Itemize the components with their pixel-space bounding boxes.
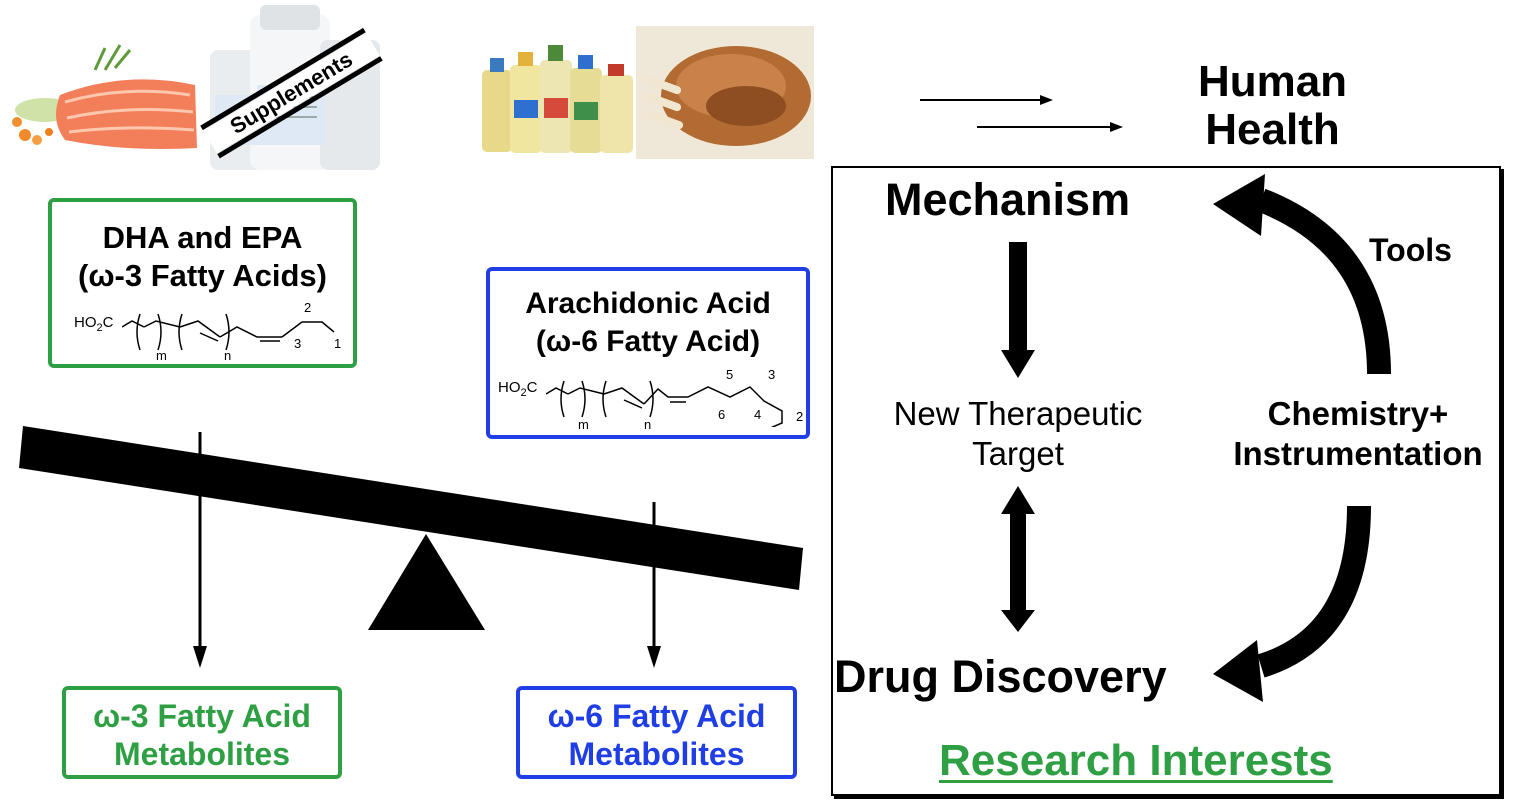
research-interests-panel: Mechanism Tools New Therapeutic Target C…: [831, 166, 1501, 796]
seesaw-beam: [19, 426, 803, 590]
chem-line1: Chemistry+: [1267, 395, 1449, 432]
target-line2: Target: [972, 435, 1064, 472]
omega3-index-n: n: [224, 348, 232, 363]
omega6-down-arrow: [647, 502, 661, 668]
chemistry-instrumentation-label: Chemistry+ Instrumentation: [1213, 394, 1503, 474]
research-cycle-arrows: [1001, 174, 1391, 702]
omega6-index-m: m: [578, 417, 589, 432]
target-drug-double-arrow: [1001, 486, 1035, 632]
omega6-position-2: 2: [796, 409, 804, 424]
omega3-metabolites-line1: ω-3 Fatty Acid: [93, 698, 311, 734]
salmon-image: [5, 40, 200, 155]
roast-meat-image: [636, 26, 814, 159]
omega6-position-4: 4: [754, 407, 762, 422]
omega3-metabolites-line2: Metabolites: [113, 736, 291, 772]
omega6-position-6: 6: [718, 407, 726, 422]
human-health-line2: Health: [1205, 105, 1340, 154]
omega3-position-2: 2: [304, 300, 312, 315]
new-therapeutic-target-label: New Therapeutic Target: [863, 394, 1173, 474]
omega3-index-m: m: [156, 348, 167, 363]
omega3-formula: HO2C: [74, 314, 114, 334]
chem-line2: Instrumentation: [1233, 435, 1483, 472]
omega3-position-1: 1: [334, 336, 342, 351]
tools-label: Tools: [1369, 232, 1452, 268]
cooking-oils-image: [480, 40, 635, 155]
seesaw-fulcrum: [368, 534, 485, 630]
omega6-index-n: n: [644, 417, 652, 432]
omega3-subtitle: (ω-3 Fatty Acids): [78, 258, 327, 293]
human-health-arrows: [920, 95, 1123, 132]
omega3-metabolites-box: ω-3 Fatty Acid Metabolites: [62, 686, 342, 779]
drug-discovery-label: Drug Discovery: [834, 651, 1167, 702]
omega3-title: DHA and EPA: [102, 220, 303, 255]
omega6-metabolites-box: ω-6 Fatty Acid Metabolites: [516, 686, 797, 779]
omega6-subtitle: (ω-6 Fatty Acid): [535, 325, 761, 358]
human-health-label: Human Health: [1160, 58, 1385, 154]
omega3-position-3: 3: [294, 336, 302, 351]
research-interests-title: Research Interests: [939, 736, 1333, 785]
drug-discovery-curved-arrow: [1213, 505, 1371, 702]
mechanism-label: Mechanism: [885, 174, 1131, 225]
tools-curved-arrow: [1213, 174, 1391, 375]
omega3-fatty-acids-box: DHA and EPA (ω-3 Fatty Acids) HO2C m n 2…: [48, 198, 357, 368]
omega6-fatty-acid-box: Arachidonic Acid (ω-6 Fatty Acid) HO2C m…: [486, 267, 810, 439]
omega6-position-5: 5: [726, 367, 734, 382]
target-line1: New Therapeutic: [893, 395, 1143, 432]
omega6-title: Arachidonic Acid: [525, 287, 771, 320]
omega6-formula: HO2C: [498, 379, 538, 399]
omega6-metabolites-line2: Metabolites: [568, 736, 745, 772]
human-health-line1: Human: [1197, 57, 1348, 106]
balance-seesaw: [19, 426, 803, 668]
omega3-down-arrow: [193, 432, 207, 668]
mechanism-to-target-arrow: [1001, 242, 1035, 378]
omega3-chain-structure: [122, 313, 335, 351]
omega6-chain-structure: [546, 380, 783, 427]
omega6-position-3: 3: [768, 367, 776, 382]
omega6-metabolites-line1: ω-6 Fatty Acid: [547, 698, 766, 734]
